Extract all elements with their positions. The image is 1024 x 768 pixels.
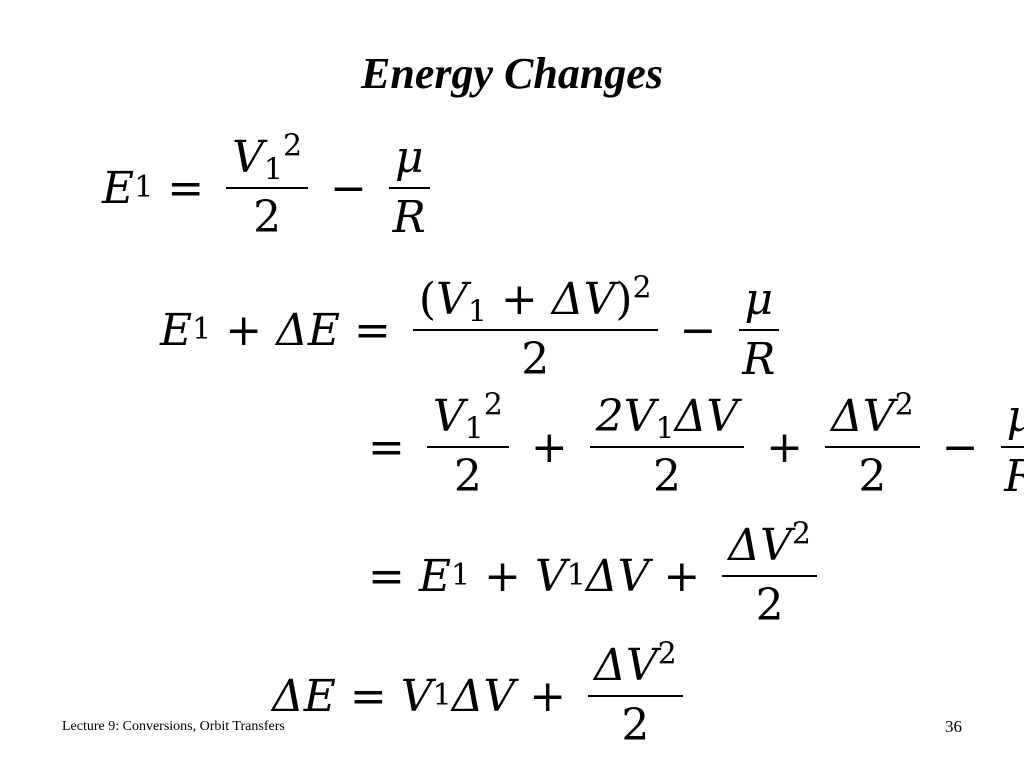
math-superscript: 2 (791, 516, 811, 552)
math-subscript: 1 (464, 411, 484, 447)
math-relation: = (368, 550, 405, 602)
math-symbol: ΔE (276, 304, 340, 356)
fraction: μ R (388, 132, 430, 241)
math-symbol: ΔV (551, 274, 616, 325)
fraction: μ R (738, 274, 780, 383)
math-subscript: 1 (655, 411, 675, 447)
fraction-numerator: ΔV2 (722, 519, 817, 575)
fraction-numerator: ΔV2 (825, 390, 920, 446)
math-symbol: ΔV (585, 550, 650, 602)
math-operator: + (766, 421, 804, 473)
math-operator: + (225, 304, 263, 356)
fraction: ΔV2 2 (722, 519, 817, 629)
fraction: ΔV2 2 (825, 390, 920, 500)
fraction-denominator: 2 (722, 575, 817, 629)
math-subscript: 1 (467, 294, 487, 330)
math-operator: + (530, 421, 568, 473)
math-superscript: 2 (657, 636, 677, 672)
fraction-numerator: μ (1001, 393, 1024, 446)
math-superscript: 2 (282, 128, 303, 164)
math-symbol: 2V (595, 391, 656, 442)
fraction-numerator: μ (394, 132, 424, 183)
math-symbol: ΔV (451, 670, 516, 722)
equation-energy-initial: E 1 = V12 2 − μ R (102, 131, 438, 241)
math-superscript: 2 (894, 387, 914, 423)
math-operator: − (941, 421, 979, 473)
fraction-denominator: 2 (226, 187, 309, 241)
fraction-denominator: R (738, 329, 780, 383)
math-paren: ( (418, 274, 437, 325)
fraction-denominator: 2 (426, 446, 509, 500)
footer-lecture-title: Lecture 9: Conversions, Orbit Transfers (62, 719, 285, 734)
slide-title: Energy Changes (361, 49, 663, 98)
fraction: (V1 + ΔV)2 2 (412, 273, 658, 383)
fraction: V12 2 (226, 131, 309, 241)
equation-expanded: = V12 2 + 2V1ΔV 2 + ΔV2 2 − μ R (354, 390, 1024, 500)
fraction-numerator: (V1 + ΔV)2 (413, 273, 658, 330)
math-operator: − (330, 162, 367, 214)
equation-energy-change: E 1 + ΔE = (V1 + ΔV)2 2 − μ R (160, 273, 787, 383)
fraction-numerator: ΔV2 (588, 639, 683, 695)
math-symbol: V (432, 391, 465, 442)
math-symbol: ΔV (728, 520, 792, 571)
math-symbol: V (400, 670, 433, 722)
math-relation: = (167, 162, 205, 214)
math-relation: = (349, 670, 387, 722)
math-superscript: 2 (483, 387, 503, 423)
math-symbol: ΔV (831, 391, 895, 442)
math-symbol: ΔV (674, 391, 739, 442)
fraction: ΔV2 2 (588, 639, 683, 749)
math-symbol: ΔV (594, 640, 658, 691)
fraction: μ R (1000, 393, 1024, 500)
fraction-denominator: R (388, 187, 430, 241)
fraction-denominator: R (1000, 446, 1024, 500)
fraction-denominator: 2 (825, 446, 920, 500)
fraction: V12 2 (426, 390, 509, 500)
fraction-numerator: V12 (427, 390, 509, 447)
math-operator: − (679, 304, 717, 356)
math-symbol: E (160, 304, 193, 356)
fraction-numerator: V12 (226, 131, 308, 188)
math-operator: + (500, 274, 538, 325)
math-symbol: E (102, 162, 135, 214)
math-subscript: 1 (263, 152, 283, 188)
math-operator: + (484, 550, 521, 602)
fraction-denominator: 2 (588, 695, 683, 749)
math-symbol: V (534, 550, 567, 602)
fraction: 2V1ΔV 2 (589, 391, 745, 500)
math-relation: = (368, 421, 405, 473)
fraction-denominator: 2 (589, 446, 745, 500)
fraction-denominator: 2 (412, 329, 658, 383)
page-number: 36 (945, 717, 962, 736)
math-symbol: V (232, 132, 264, 183)
math-superscript: 2 (632, 270, 652, 306)
math-paren: ) (615, 274, 633, 325)
math-relation: = (354, 304, 391, 356)
math-symbol: ΔE (272, 670, 336, 722)
math-symbol: V (436, 274, 468, 325)
math-operator: + (529, 670, 567, 722)
math-symbol: E (418, 550, 451, 602)
fraction-numerator: 2V1ΔV (590, 391, 744, 447)
math-operator: + (663, 550, 701, 602)
fraction-numerator: μ (744, 274, 774, 325)
